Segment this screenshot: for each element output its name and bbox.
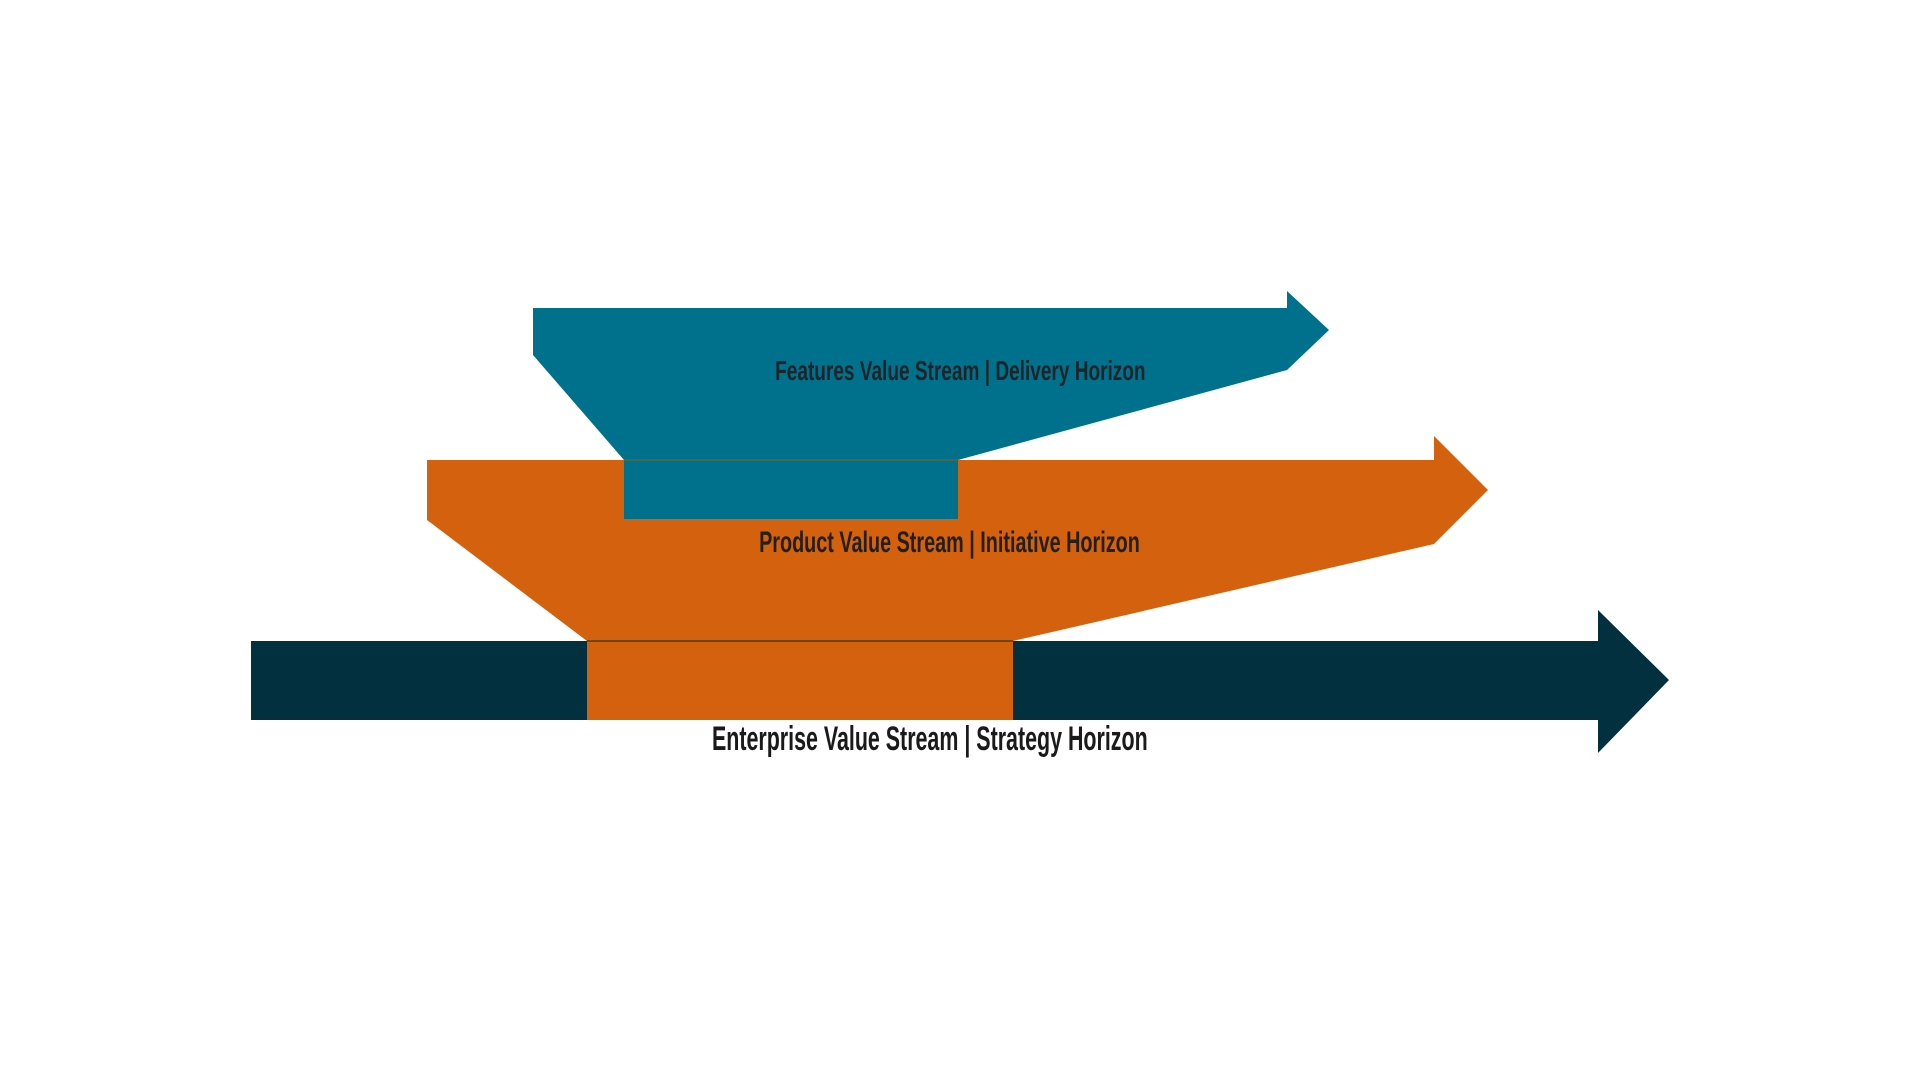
features-stream-arrow-shape	[533, 291, 1329, 519]
